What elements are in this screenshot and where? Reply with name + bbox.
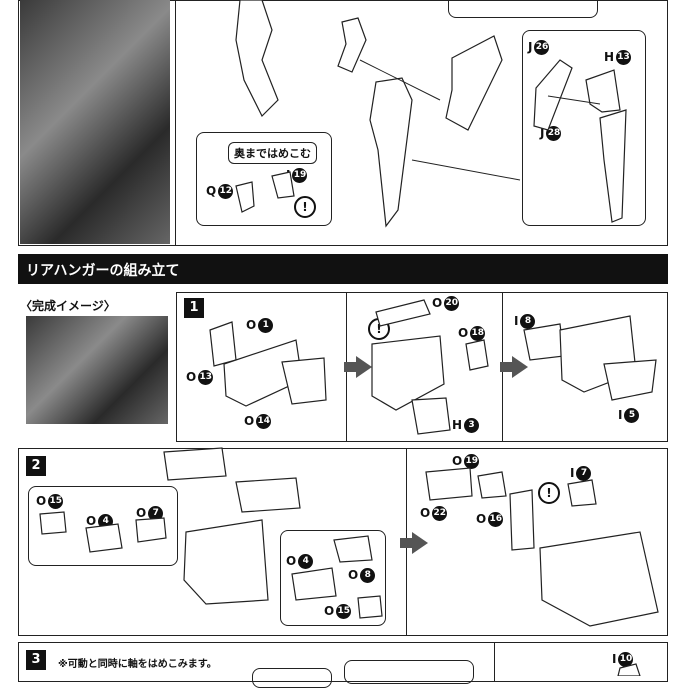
step-arrow-icon [500, 356, 528, 378]
top-callout-text: 奥まではめこむ [228, 142, 317, 164]
section-title: リアハンガーの組み立て [26, 263, 180, 279]
step3-divider [494, 642, 495, 682]
step2-frame [18, 448, 668, 636]
step2-mid-box [280, 530, 386, 626]
section-header: リアハンガーの組み立て [18, 254, 668, 284]
step-arrow-icon [400, 532, 428, 554]
warning-icon: ! [538, 482, 560, 504]
step2-left-box [28, 486, 178, 566]
warning-icon: ! [294, 196, 316, 218]
step3-note: ※可動と同時に軸をはめこみます。 [58, 659, 217, 670]
step-arrow-icon [344, 356, 372, 378]
top-panel-frame [18, 0, 668, 246]
top-right-box [522, 30, 646, 226]
step1-frame [176, 292, 668, 442]
completion-image-label: 〈完成イメージ〉 [20, 299, 116, 313]
top-photo [20, 0, 170, 244]
top-photo-divider [175, 0, 176, 246]
top-callout-box [196, 132, 332, 226]
top-right-callout [448, 0, 598, 18]
step2-number: 2 [26, 456, 46, 476]
step3-number: 3 [26, 650, 46, 670]
completion-photo [26, 316, 168, 424]
step1-number: 1 [184, 298, 204, 318]
